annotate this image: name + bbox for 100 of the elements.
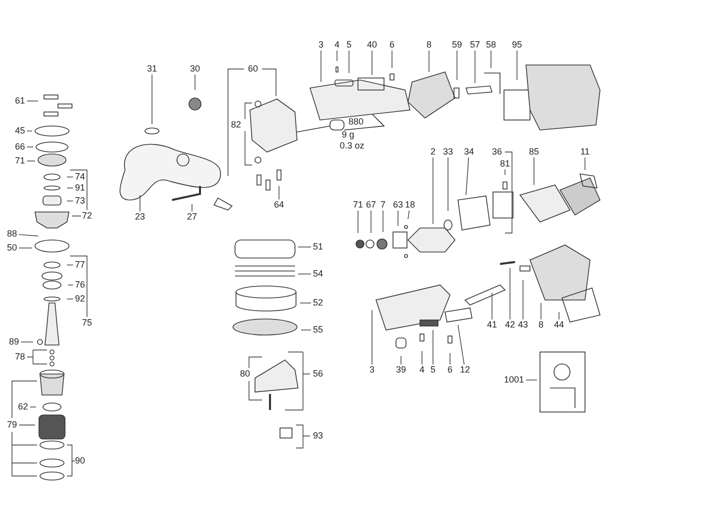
leader-line [370, 210, 372, 234]
callout-number: 88 [6, 230, 18, 238]
leader-line [66, 298, 74, 300]
callout-number: 63 [392, 200, 404, 210]
leader-line [432, 157, 434, 224]
leader-line [320, 50, 322, 82]
callout-number: 45 [14, 126, 26, 136]
callout-number: 41 [486, 320, 498, 330]
leader-line [26, 100, 38, 102]
callout-number: 6 [388, 40, 396, 50]
callout-number: 64 [273, 200, 285, 210]
callout-number: 1001 [502, 376, 526, 384]
callout-number: 71 [14, 156, 26, 166]
weight-label: 9 g [342, 130, 354, 140]
callout-number: 74 [74, 172, 86, 182]
callout-number: 59 [451, 40, 463, 50]
leader-line [522, 280, 524, 320]
callout-number: 52 [312, 298, 324, 308]
callout-number: 18 [404, 200, 416, 210]
callout-number: 58 [485, 40, 497, 50]
callout-number: 39 [395, 366, 407, 374]
leader-line [458, 324, 464, 365]
callout-number: 66 [14, 142, 26, 152]
callout-number: 61 [14, 96, 26, 106]
leader-line [18, 234, 38, 236]
callout-number: 5 [346, 40, 352, 50]
callout-number: 89 [8, 338, 20, 346]
callout-number: 78 [14, 352, 26, 362]
leader-line [540, 302, 542, 320]
callout-number: 40 [366, 40, 378, 50]
leader-line [336, 50, 338, 62]
callout-number: 8 [426, 40, 432, 50]
callout-number: 95 [511, 40, 523, 50]
leader-line [348, 50, 350, 74]
leader-line [408, 210, 410, 220]
callout-number: 85 [528, 148, 540, 156]
callout-number: 54 [312, 270, 324, 278]
callout-number: 50 [6, 244, 18, 252]
leader-line [382, 210, 384, 232]
leader-line [432, 330, 434, 365]
callout-number: 36 [491, 148, 503, 156]
callout-number: 75 [81, 318, 93, 328]
callout-number: 33 [442, 148, 454, 156]
leader-line [474, 50, 476, 84]
leader-line [298, 246, 312, 248]
callout-number: 71 [352, 200, 364, 210]
callout-number: 31 [146, 64, 158, 74]
leader-line [456, 50, 458, 80]
callout-number: 73 [74, 196, 86, 206]
leader-line [66, 264, 74, 266]
callout-number: 43 [517, 320, 529, 330]
callout-number: 80 [239, 370, 251, 378]
callout-number: 72 [81, 212, 93, 220]
callout-number: 93 [312, 432, 324, 440]
weight-label: 880 [348, 118, 364, 126]
callout-number: 76 [74, 280, 86, 290]
callout-number: 11 [579, 148, 591, 156]
leader-line [400, 356, 402, 365]
weight-label: 0.3 oz [340, 142, 364, 150]
leader-line [490, 50, 492, 68]
leader-line [558, 312, 560, 320]
callout-number: 60 [247, 64, 259, 74]
callout-number: 23 [134, 212, 146, 222]
leader-line [516, 50, 518, 80]
callout-number: 4 [418, 366, 426, 374]
callout-number: 12 [459, 366, 471, 374]
callout-number: 44 [553, 320, 565, 330]
callout-number: 77 [74, 260, 86, 270]
callout-number: 8 [538, 320, 544, 330]
leader-line [466, 157, 469, 196]
callout-number: 4 [334, 40, 340, 50]
callout-number: 6 [446, 366, 454, 374]
callout-number: 92 [74, 294, 86, 304]
leader-line [428, 50, 430, 72]
leader-line [66, 200, 74, 202]
callout-number: 30 [189, 64, 201, 74]
callout-number: 34 [463, 148, 475, 156]
callout-number: 56 [312, 370, 324, 378]
callout-number: 27 [186, 212, 198, 222]
callout-number: 5 [430, 366, 436, 374]
callout-number: 91 [74, 184, 86, 192]
leader-line [278, 186, 280, 200]
leader-line [26, 160, 36, 162]
leader-line [300, 302, 312, 304]
callout-number: 57 [469, 40, 481, 50]
callout-number: 79 [6, 420, 18, 430]
callout-number: 2 [430, 148, 436, 156]
callout-number: 55 [312, 326, 324, 334]
leader-line [68, 284, 74, 286]
callout-number: 3 [368, 366, 376, 374]
callout-number: 42 [504, 320, 516, 330]
callout-number: 62 [17, 402, 29, 412]
leader-line [194, 74, 196, 90]
callout-number: 81 [499, 160, 511, 168]
leader-line [26, 130, 32, 132]
callout-number: 3 [318, 40, 324, 50]
callout-number: 51 [312, 242, 324, 252]
leader-line [504, 169, 506, 176]
leader-line [30, 406, 36, 408]
callout-number: 67 [365, 200, 377, 210]
